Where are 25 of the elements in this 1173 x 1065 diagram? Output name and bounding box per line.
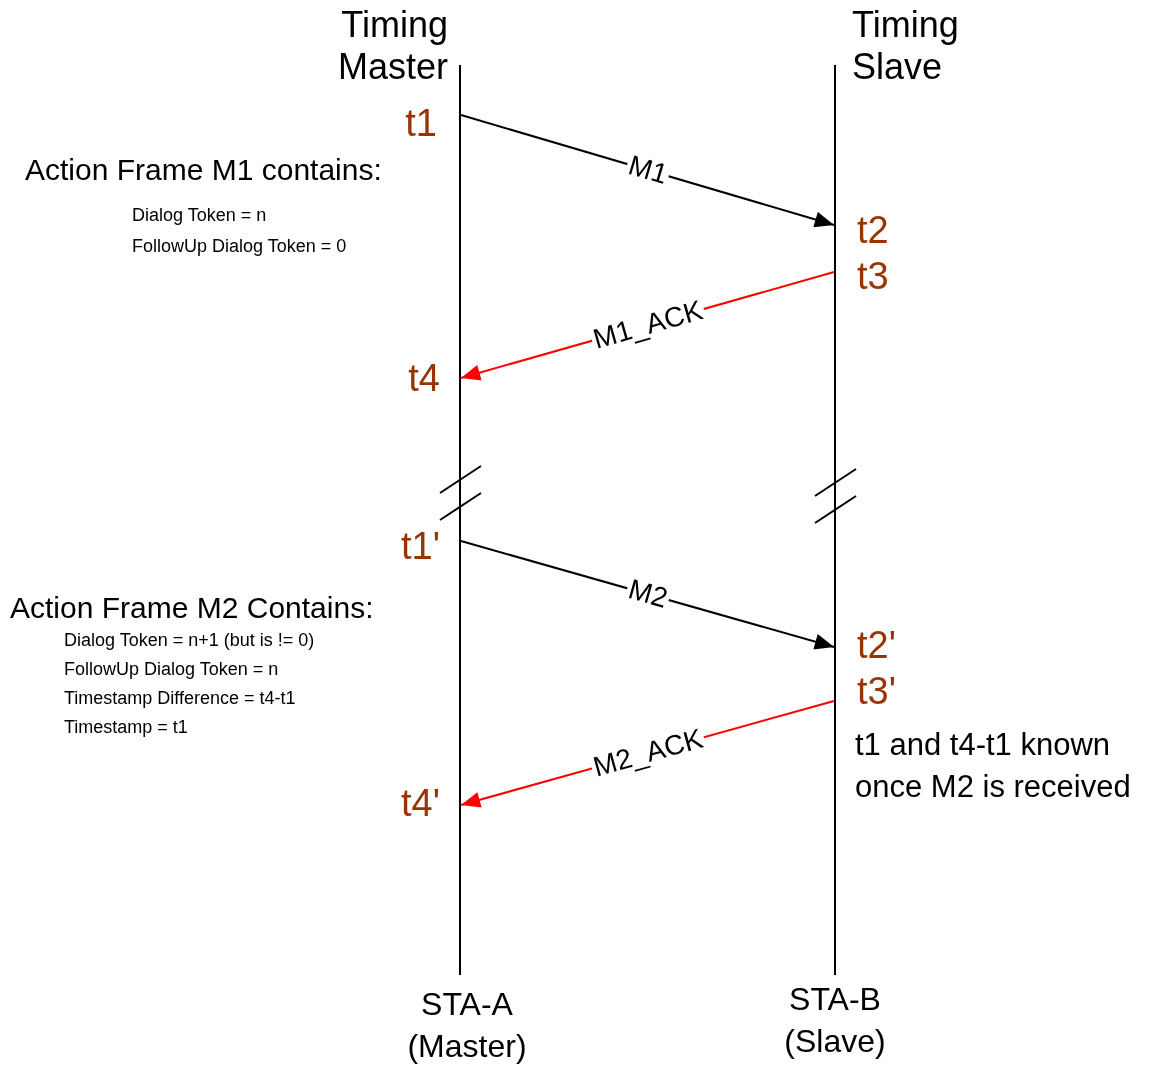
lifeline-title: Timing Master — [336, 4, 448, 88]
lifeline — [459, 65, 461, 975]
timestamp-label: t3 — [857, 254, 889, 299]
message-arrow — [460, 114, 835, 228]
timestamp-label: t1 — [405, 101, 437, 146]
lifeline — [834, 65, 836, 975]
field-text: Timestamp = t1 — [64, 716, 188, 738]
timestamp-label: t3' — [857, 669, 896, 714]
timestamp-label: t4 — [408, 356, 440, 401]
station-label: STA-B (Slave) — [783, 980, 887, 1061]
station-label: STA-A (Master) — [406, 985, 528, 1065]
field-text: Dialog Token = n — [132, 204, 267, 226]
note-heading: Action Frame M2 Contains: — [10, 590, 374, 626]
timestamp-label: t1' — [401, 524, 440, 569]
field-text: FollowUp Dialog Token = n — [64, 658, 279, 680]
timestamp-label: t2 — [857, 208, 889, 253]
field-text: Dialog Token = n+1 (but is != 0) — [64, 629, 315, 651]
note-heading: Action Frame M1 contains: — [25, 152, 382, 188]
lifeline-title: Timing Slave — [852, 4, 960, 88]
field-text: FollowUp Dialog Token = 0 — [132, 235, 347, 257]
timestamp-label: t2' — [857, 623, 896, 668]
field-text: Timestamp Difference = t4-t1 — [64, 687, 296, 709]
note-text: t1 and t4-t1 known once M2 is received — [855, 726, 1132, 806]
timestamp-label: t4' — [401, 781, 440, 826]
message-arrow — [460, 540, 835, 650]
